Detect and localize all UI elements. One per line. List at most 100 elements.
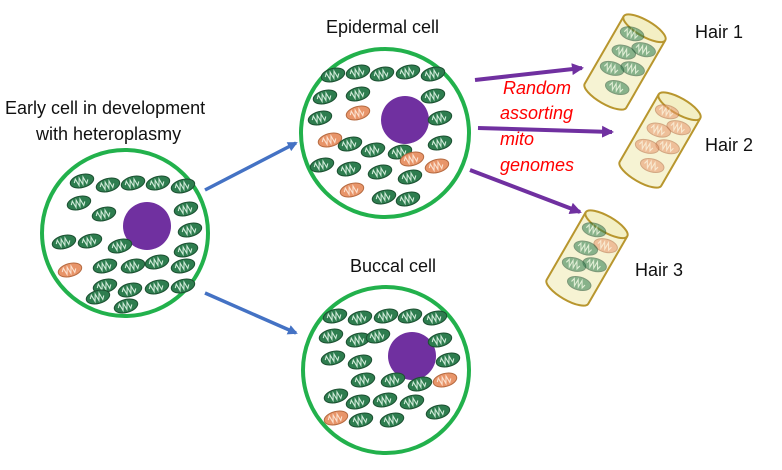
mitochondrion-icon xyxy=(120,175,146,191)
mitochondrion-icon xyxy=(395,191,421,207)
mitochondrion-icon xyxy=(420,88,446,104)
nucleus-icon xyxy=(123,202,171,250)
mitochondrion-icon xyxy=(345,394,371,410)
mitochondrion-icon xyxy=(395,64,421,80)
mitochondrion-icon xyxy=(309,157,335,173)
arrow-to-buccal xyxy=(204,291,298,335)
annotation-line1: Random xyxy=(503,78,571,98)
annotation-line2: assorting xyxy=(500,103,573,123)
buccal-cell-label: Buccal cell xyxy=(350,256,436,276)
early-cell-label-line1: Early cell in development xyxy=(5,98,205,118)
hair-2-icon xyxy=(618,91,702,189)
mitochondrion-icon xyxy=(322,308,348,324)
mitochondrion-icon xyxy=(371,189,397,205)
mitochondrion-icon xyxy=(336,161,362,177)
mitochondrion-icon xyxy=(350,372,376,388)
arrow-to-epidermal xyxy=(204,141,298,192)
mitochondrion-icon xyxy=(424,158,450,174)
mitochondrion-icon xyxy=(91,206,117,222)
mitochondrion-icon xyxy=(323,388,349,404)
mitochondrion-icon xyxy=(611,44,637,60)
mitochondrion-icon xyxy=(646,122,672,138)
mitochondrion-icon xyxy=(631,42,656,58)
mitochondrion-icon xyxy=(317,132,343,148)
mitochondrion-icon xyxy=(85,289,111,305)
annotation-line3: mito xyxy=(500,129,534,149)
hair-3-label: Hair 3 xyxy=(635,260,683,280)
mitochondrion-icon xyxy=(320,67,346,83)
mitochondrion-icon xyxy=(561,256,587,272)
nucleus-icon xyxy=(381,96,429,144)
buccal-cell-mitochondria xyxy=(318,308,461,428)
mitochondrion-icon xyxy=(619,26,645,42)
mitochondrion-icon xyxy=(432,372,458,388)
mitochondrion-icon xyxy=(323,410,349,426)
mitochondrion-icon xyxy=(117,282,143,298)
mitochondrion-icon xyxy=(345,64,371,80)
nucleus-icon xyxy=(388,332,436,380)
mitochondrion-icon xyxy=(177,222,203,238)
mitochondrion-icon xyxy=(312,89,338,105)
mitochondrion-icon xyxy=(422,310,448,326)
mitochondrion-icon xyxy=(655,139,680,155)
mitochondrion-icon xyxy=(145,175,171,191)
mitochondrion-icon xyxy=(113,298,139,314)
epidermal-cell-label: Epidermal cell xyxy=(326,17,439,37)
mitochondrion-icon xyxy=(425,404,451,420)
mitochondrion-icon xyxy=(337,136,363,152)
mitochondrion-icon xyxy=(372,392,398,408)
mitochondrion-icon xyxy=(345,86,371,102)
mitochondrion-icon xyxy=(360,142,386,158)
mitochondrion-icon xyxy=(599,60,625,76)
mitochondrion-icon xyxy=(397,169,423,185)
mitochondrion-icon xyxy=(347,310,373,326)
mitochondrion-icon xyxy=(399,394,425,410)
mitochondrion-icon xyxy=(339,182,365,198)
mitochondrion-icon xyxy=(420,66,446,82)
mitochondrion-icon xyxy=(144,279,170,295)
mitochondrion-icon xyxy=(348,412,374,428)
epidermal-cell xyxy=(299,47,471,219)
mitochondrion-icon xyxy=(173,201,199,217)
mitochondrion-icon xyxy=(593,238,618,254)
mitochondrion-icon xyxy=(170,178,196,194)
mitochondrion-icon xyxy=(66,195,92,211)
mitochondrion-icon xyxy=(170,278,196,294)
mitochondrion-icon xyxy=(92,278,118,294)
early-cell-label-line2: with heteroplasmy xyxy=(35,124,181,144)
mitochondrion-icon xyxy=(654,104,680,120)
mitochondrion-icon xyxy=(107,238,133,254)
mitochondrion-icon xyxy=(427,110,453,126)
mitochondrion-icon xyxy=(634,138,660,154)
mitochondrion-icon xyxy=(427,135,453,151)
mitochondrion-icon xyxy=(397,308,423,324)
early-cell xyxy=(40,148,210,318)
arrow-to-hair2 xyxy=(477,125,614,138)
mitochondrion-icon xyxy=(581,222,607,238)
mitochondrion-icon xyxy=(666,120,691,136)
mitochondrion-icon xyxy=(407,376,433,392)
epidermal-cell-mitochondria xyxy=(307,64,453,207)
mitochondrion-icon xyxy=(435,352,461,368)
mitochondrion-icon xyxy=(379,412,405,428)
mitochondrion-icon xyxy=(367,164,393,180)
mitochondrion-icon xyxy=(173,242,199,258)
mitochondrion-icon xyxy=(170,258,196,274)
mitochondrion-icon xyxy=(347,354,373,370)
arrow-to-hair1 xyxy=(474,63,584,82)
mitochondrion-icon xyxy=(639,158,665,174)
mitochondrion-icon xyxy=(369,66,395,82)
arrow-to-hair3 xyxy=(469,168,582,215)
buccal-cell xyxy=(301,285,471,455)
hair-1-icon xyxy=(583,13,667,111)
mitochondrion-icon xyxy=(307,110,333,126)
hair-3-icon xyxy=(545,209,629,307)
mitochondrion-icon xyxy=(69,173,95,189)
mitochondrion-icon xyxy=(51,234,77,250)
mitochondrion-icon xyxy=(318,328,344,344)
hair-1-label: Hair 1 xyxy=(695,22,743,42)
annotation-line4: genomes xyxy=(500,155,574,175)
mitochondrion-icon xyxy=(95,177,121,193)
